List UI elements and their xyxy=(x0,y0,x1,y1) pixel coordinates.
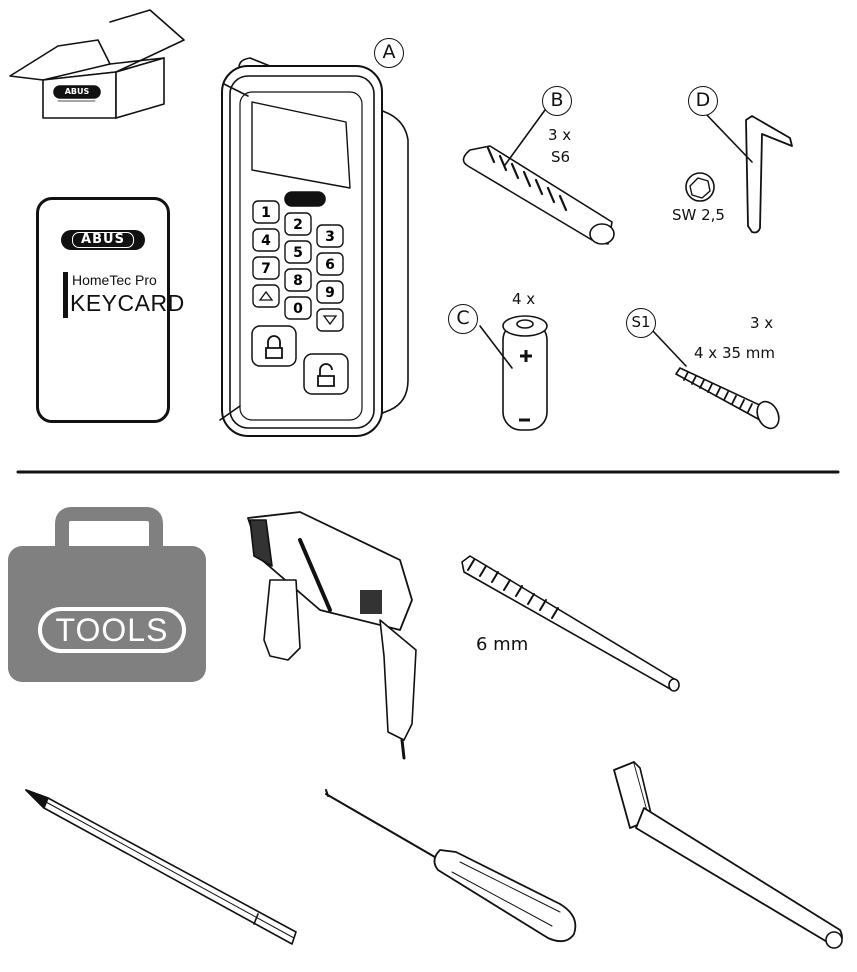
keypad-key-0 xyxy=(284,296,312,320)
keypad-key-down xyxy=(316,308,344,332)
screwdriver-icon xyxy=(325,789,577,943)
keypad-key-label: 3 xyxy=(325,229,335,245)
lock-key-button xyxy=(251,325,297,367)
keypad-key-label: 9 xyxy=(325,285,335,301)
package-box-icon xyxy=(9,9,185,119)
tools-badge: TOOLS xyxy=(38,607,186,653)
keypad-key-label: 0 xyxy=(293,301,303,317)
keypad-key-label: 1 xyxy=(261,205,271,221)
item-s1-marker: S1 xyxy=(626,308,656,338)
item-a-marker: A xyxy=(374,38,404,68)
hammer-icon xyxy=(613,761,843,949)
padlock-closed-icon xyxy=(265,335,283,359)
keycard-product: HomeTec Pro xyxy=(72,272,157,288)
pencil-icon xyxy=(25,789,297,945)
item-b-size: S6 xyxy=(551,148,571,166)
drill-bit-icon xyxy=(461,555,680,692)
wall-plug-icon xyxy=(462,98,615,245)
keycard: ABUS HomeTec Pro KEYCARD xyxy=(36,197,184,423)
keypad-keys: 1 2 3 4 5 6 7 8 9 0 xyxy=(252,200,344,332)
item-d-size: SW 2,5 xyxy=(672,206,725,224)
hex-key-icon xyxy=(685,112,793,234)
arrow-up-icon xyxy=(258,290,274,301)
keypad-key-5 xyxy=(284,240,312,264)
drill-bit-size: 6 mm xyxy=(476,634,529,655)
item-d-marker: D xyxy=(688,86,718,116)
keypad-key-label: 5 xyxy=(293,245,303,261)
item-c-marker: C xyxy=(448,304,478,334)
item-b-marker: B xyxy=(542,86,572,116)
padlock-open-icon xyxy=(317,363,335,387)
keypad-key-label: 6 xyxy=(325,257,335,273)
keypad-key-4 xyxy=(252,228,280,252)
hammer-drill-icon xyxy=(247,511,417,760)
box-brand-logo: ABUS xyxy=(64,87,90,96)
keycard-type: KEYCARD xyxy=(70,290,185,316)
keypad-key-6 xyxy=(316,252,344,276)
screw-icon xyxy=(651,329,780,430)
item-s1-qty: 3 x xyxy=(750,314,774,332)
keypad-key-1 xyxy=(252,200,280,224)
keypad-key-label: 4 xyxy=(261,233,271,249)
keypad-key-label: 8 xyxy=(293,273,303,289)
unlock-key-button xyxy=(303,353,349,395)
keypad-key-up xyxy=(252,284,280,308)
keypad-key-2 xyxy=(284,212,312,236)
keypad-key-7 xyxy=(252,256,280,280)
keypad-key-9 xyxy=(316,280,344,304)
keycard-accent-bar xyxy=(63,272,68,318)
toolbox-icon xyxy=(8,507,206,682)
keypad-key-3 xyxy=(316,224,344,248)
item-b-qty: 3 x xyxy=(548,126,572,144)
keypad-key-label: 2 xyxy=(293,217,303,233)
keypad-key-label: 7 xyxy=(261,261,271,277)
battery-plus-minus xyxy=(519,350,532,422)
keypad-key-8 xyxy=(284,268,312,292)
arrow-down-icon xyxy=(322,315,338,326)
battery-icon xyxy=(479,315,548,431)
item-c-qty: 4 x xyxy=(512,290,536,308)
keycard-logo: ABUS xyxy=(61,230,145,250)
item-s1-size: 4 x 35 mm xyxy=(694,344,776,362)
